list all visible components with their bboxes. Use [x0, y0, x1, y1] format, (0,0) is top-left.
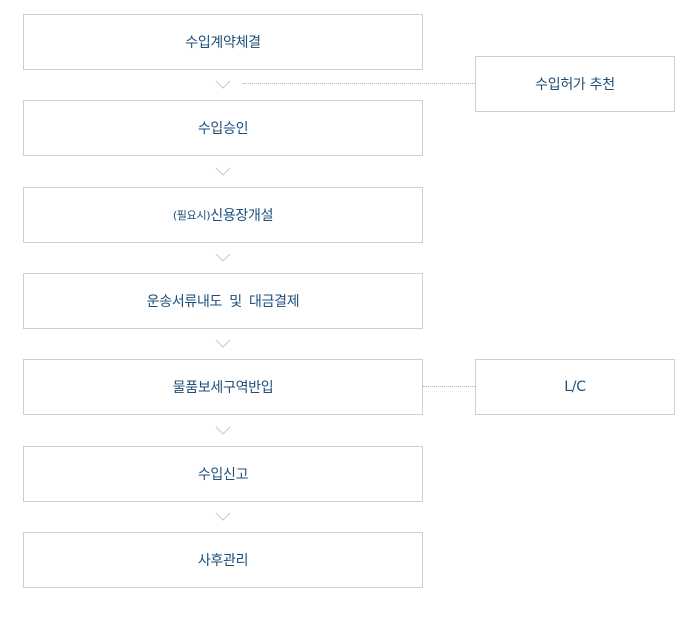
chevron-down-icon [215, 167, 231, 176]
side-box-label: L/C [564, 379, 586, 395]
step-label: 운송서류내도 및 대금결제 [146, 294, 300, 310]
step-prefix: (필요시) [172, 209, 211, 222]
step-import-contract: 수입계약체결 [23, 14, 423, 70]
step-label: 사후관리 [197, 553, 249, 569]
chevron-down-icon [215, 339, 231, 348]
chevron-down-icon [215, 80, 231, 89]
chevron-down-icon [215, 512, 231, 521]
step-label: 신용장개설 [210, 208, 274, 224]
step-post-management: 사후관리 [23, 532, 423, 588]
step-label: 수입계약체결 [185, 35, 261, 51]
step-label: 수입승인 [197, 121, 249, 137]
connector-line-lc [423, 386, 475, 387]
step-import-approval: 수입승인 [23, 100, 423, 156]
side-box-import-permit-recommendation: 수입허가 추천 [475, 56, 675, 112]
side-box-letter-of-credit: L/C [475, 359, 675, 415]
step-import-declaration: 수입신고 [23, 446, 423, 502]
step-shipping-documents-payment: 운송서류내도 및 대금결제 [23, 273, 423, 329]
step-label: 물품보세구역반입 [172, 380, 274, 396]
side-box-label: 수입허가 추천 [535, 77, 615, 93]
chevron-down-icon [215, 426, 231, 435]
step-bonded-area-entry: 물품보세구역반입 [23, 359, 423, 415]
chevron-down-icon [215, 253, 231, 262]
step-label: 수입신고 [197, 467, 249, 483]
connector-line-import-permit [243, 83, 475, 84]
step-letter-of-credit-opening: (필요시)신용장개설 [23, 187, 423, 243]
